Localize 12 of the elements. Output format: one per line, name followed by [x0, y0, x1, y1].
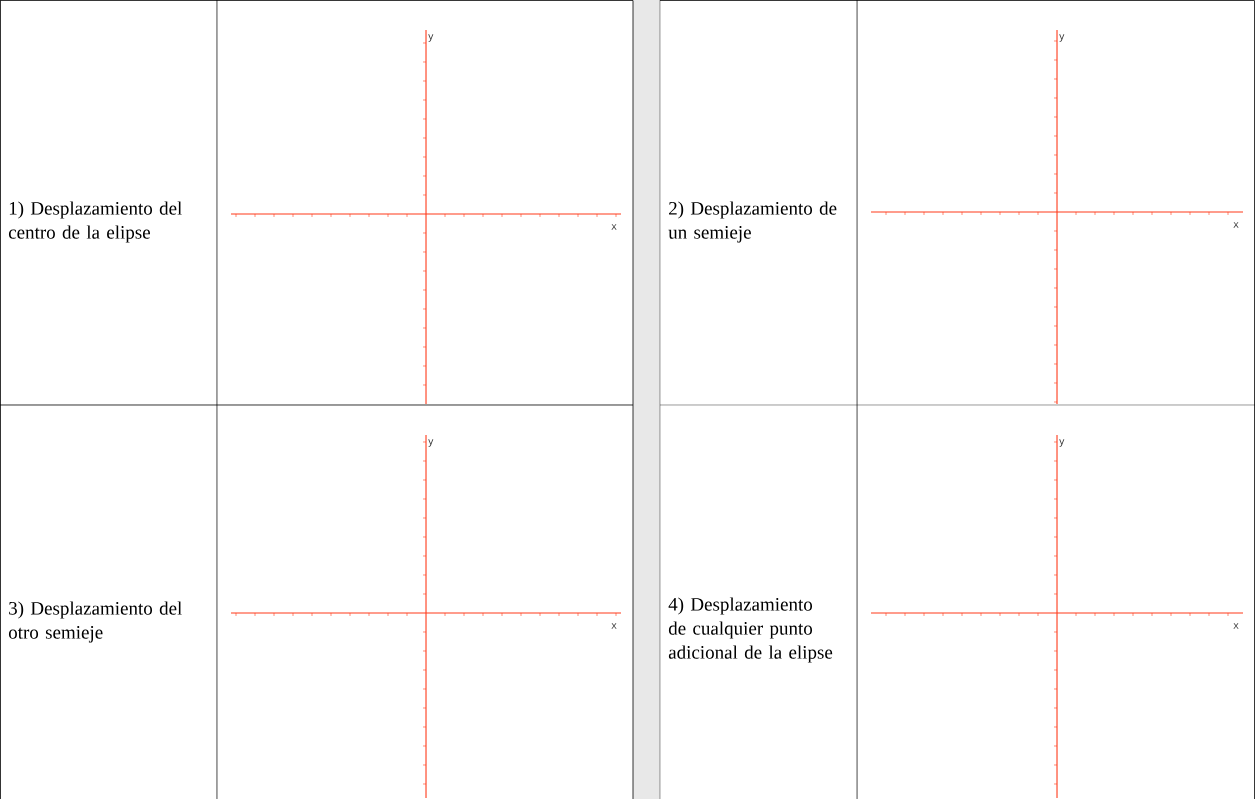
axis-label: x: [611, 224, 617, 230]
axis-label: y: [428, 439, 434, 447]
axis-label: y: [1059, 439, 1065, 447]
cell-text: 1) Desplazamiento del centro de la elipse: [8, 201, 182, 243]
cell-text: 3) Desplazamiento del otro semieje: [8, 601, 182, 643]
axis-label: y: [428, 34, 434, 42]
axis-label: x: [611, 623, 617, 629]
axis-label: x: [1233, 623, 1239, 629]
cell-text: 2) Desplazamiento de un semieje: [668, 201, 837, 243]
axis-label: y: [1059, 34, 1065, 42]
cell-text: 4) Desplazamiento de cualquier punto adicional de la elipse: [668, 597, 833, 663]
axis-label: x: [1233, 222, 1239, 228]
